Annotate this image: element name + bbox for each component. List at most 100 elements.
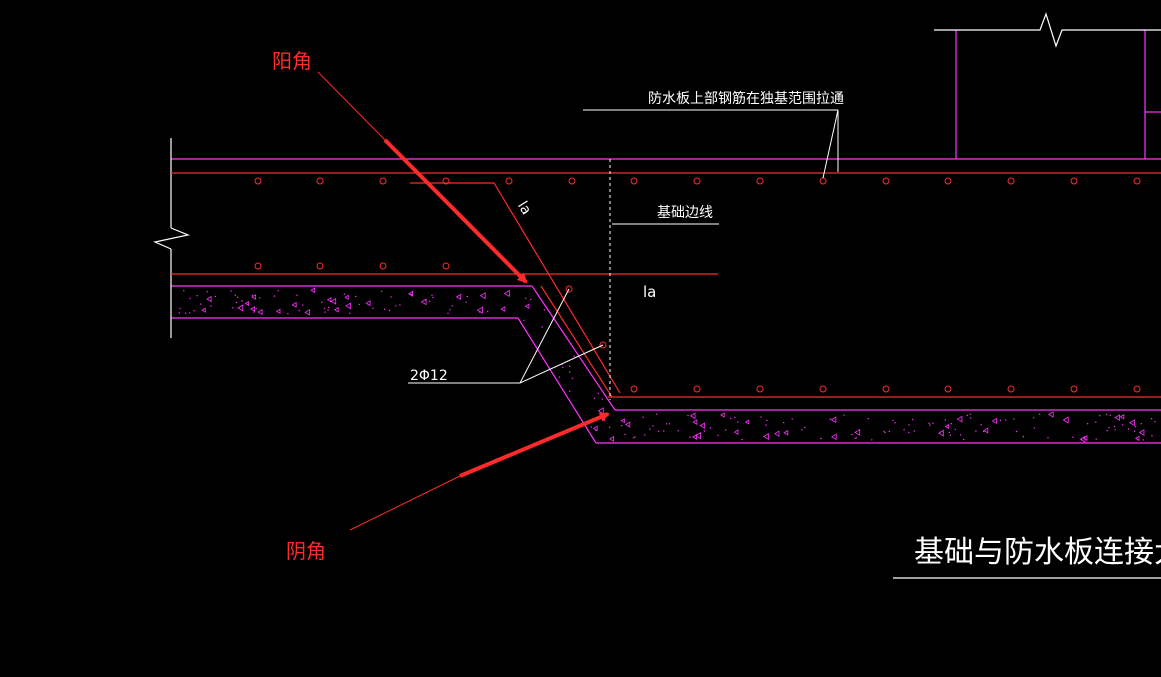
hatch-dot: [543, 309, 546, 311]
hatch-dot: [689, 436, 691, 438]
hatch-dot: [383, 308, 386, 310]
hatch-triangle: [250, 306, 255, 312]
rebar-spec-leader: [408, 288, 604, 384]
hatch-dot: [590, 426, 592, 428]
hatch-triangle: [938, 429, 944, 437]
internal-corner-callout: 阴角: [286, 539, 326, 563]
rebar-spec-label: 2Φ12: [410, 368, 448, 384]
hatch-dot: [327, 309, 329, 311]
hatch-dot: [1105, 413, 1108, 416]
anchor-length-horizontal: la: [643, 283, 656, 301]
hatch-dot: [1033, 427, 1036, 429]
hatch-dot: [1133, 430, 1136, 432]
hatch-triangle: [762, 432, 769, 441]
hatch-triangle: [201, 307, 206, 313]
hatch-dot: [1022, 435, 1024, 438]
hatch-dot: [232, 307, 234, 309]
hatch-triangle: [333, 306, 339, 313]
hatch-dot: [734, 416, 736, 419]
hatch-triangle: [345, 302, 351, 310]
hatch-dot: [1109, 414, 1111, 417]
hatch-dot: [944, 419, 947, 421]
hatch-dot: [928, 422, 930, 424]
hatch-dot: [1113, 425, 1116, 428]
hatch-dot: [381, 290, 383, 293]
hatch-dot: [980, 424, 982, 426]
hatch-dot: [593, 397, 596, 399]
hatch-dot: [851, 433, 853, 436]
hatch-dot: [703, 430, 706, 432]
external-corner-arrow: [317, 71, 528, 284]
hatch-dot: [966, 414, 968, 417]
hatch-dot: [621, 424, 623, 427]
hatch-dot: [829, 418, 831, 420]
hatch-dot: [725, 429, 727, 431]
hatch-triangle: [692, 419, 698, 425]
hatch-dot: [296, 294, 298, 296]
hatch-dot: [999, 419, 1002, 422]
hatch-triangle: [251, 294, 257, 300]
hatch-dot: [1114, 429, 1116, 431]
hatch-dot: [1095, 438, 1097, 440]
hatch-dot: [908, 424, 910, 426]
hatch-dot: [1033, 417, 1035, 419]
hatch-triangle: [524, 303, 530, 310]
hatch-triangle: [699, 422, 705, 429]
hatch-dot: [1015, 430, 1018, 433]
hatch-triangle: [720, 412, 725, 418]
hatch-dot: [343, 293, 346, 295]
hatch-dot: [601, 398, 603, 400]
hatch-dot: [487, 310, 489, 313]
hatch-triangle: [694, 432, 701, 440]
hatch-dot: [558, 376, 561, 378]
hatch-dot: [466, 295, 468, 298]
hatch-dot: [273, 295, 276, 297]
hatch-dot: [179, 307, 181, 310]
hatch-dot: [241, 300, 243, 302]
hatch-dot: [395, 305, 397, 307]
hatch-dot: [668, 423, 670, 425]
hatch-dot: [449, 309, 451, 311]
hatch-triangle: [854, 428, 861, 436]
hatch-dot: [1127, 428, 1130, 430]
hatch-dot: [665, 423, 668, 425]
rebar-dots-foundation-bottom: [630, 385, 1141, 393]
hatch-dot: [388, 309, 391, 312]
hatch-dot: [479, 311, 481, 313]
hatch-triangle: [1048, 411, 1054, 418]
hatch-triangle: [783, 429, 789, 436]
hatch-dot: [251, 294, 254, 297]
hatch-dot: [954, 428, 956, 431]
hatch-dot: [632, 437, 635, 439]
hatch-triangle: [944, 423, 949, 430]
hatch-triangle: [597, 407, 604, 415]
hatch-dot: [298, 309, 300, 312]
hatch-triangle: [831, 433, 837, 441]
hatch-triangle: [625, 421, 631, 428]
hatch-dot: [255, 307, 257, 310]
hatch-dot: [321, 301, 323, 303]
hatch-triangle: [991, 417, 997, 425]
hatch-dot: [969, 413, 971, 415]
hatch-dot: [287, 313, 289, 315]
hatch-dot: [196, 295, 198, 297]
hatch-dot: [644, 434, 646, 436]
hatch-triangle: [620, 418, 625, 424]
column-break-line: [934, 12, 1161, 48]
hatch-dot: [765, 424, 767, 426]
cushion-hatch: [178, 287, 1156, 443]
hatch-triangle: [257, 308, 263, 316]
hatch-dot: [1108, 426, 1110, 429]
hatch-dot: [431, 294, 433, 296]
hatch-dot: [1151, 435, 1153, 437]
hatch-dot: [883, 430, 885, 432]
hatch-dot: [399, 304, 401, 306]
hatch-triangle: [326, 297, 332, 303]
hatch-dot: [843, 414, 845, 416]
drawing-title: 基础与防水板连接大样: [914, 535, 1161, 570]
hatch-dot: [1072, 436, 1074, 438]
hatch-dot: [253, 311, 255, 313]
hatch-dot: [214, 295, 217, 298]
hatch-dot: [975, 430, 977, 432]
